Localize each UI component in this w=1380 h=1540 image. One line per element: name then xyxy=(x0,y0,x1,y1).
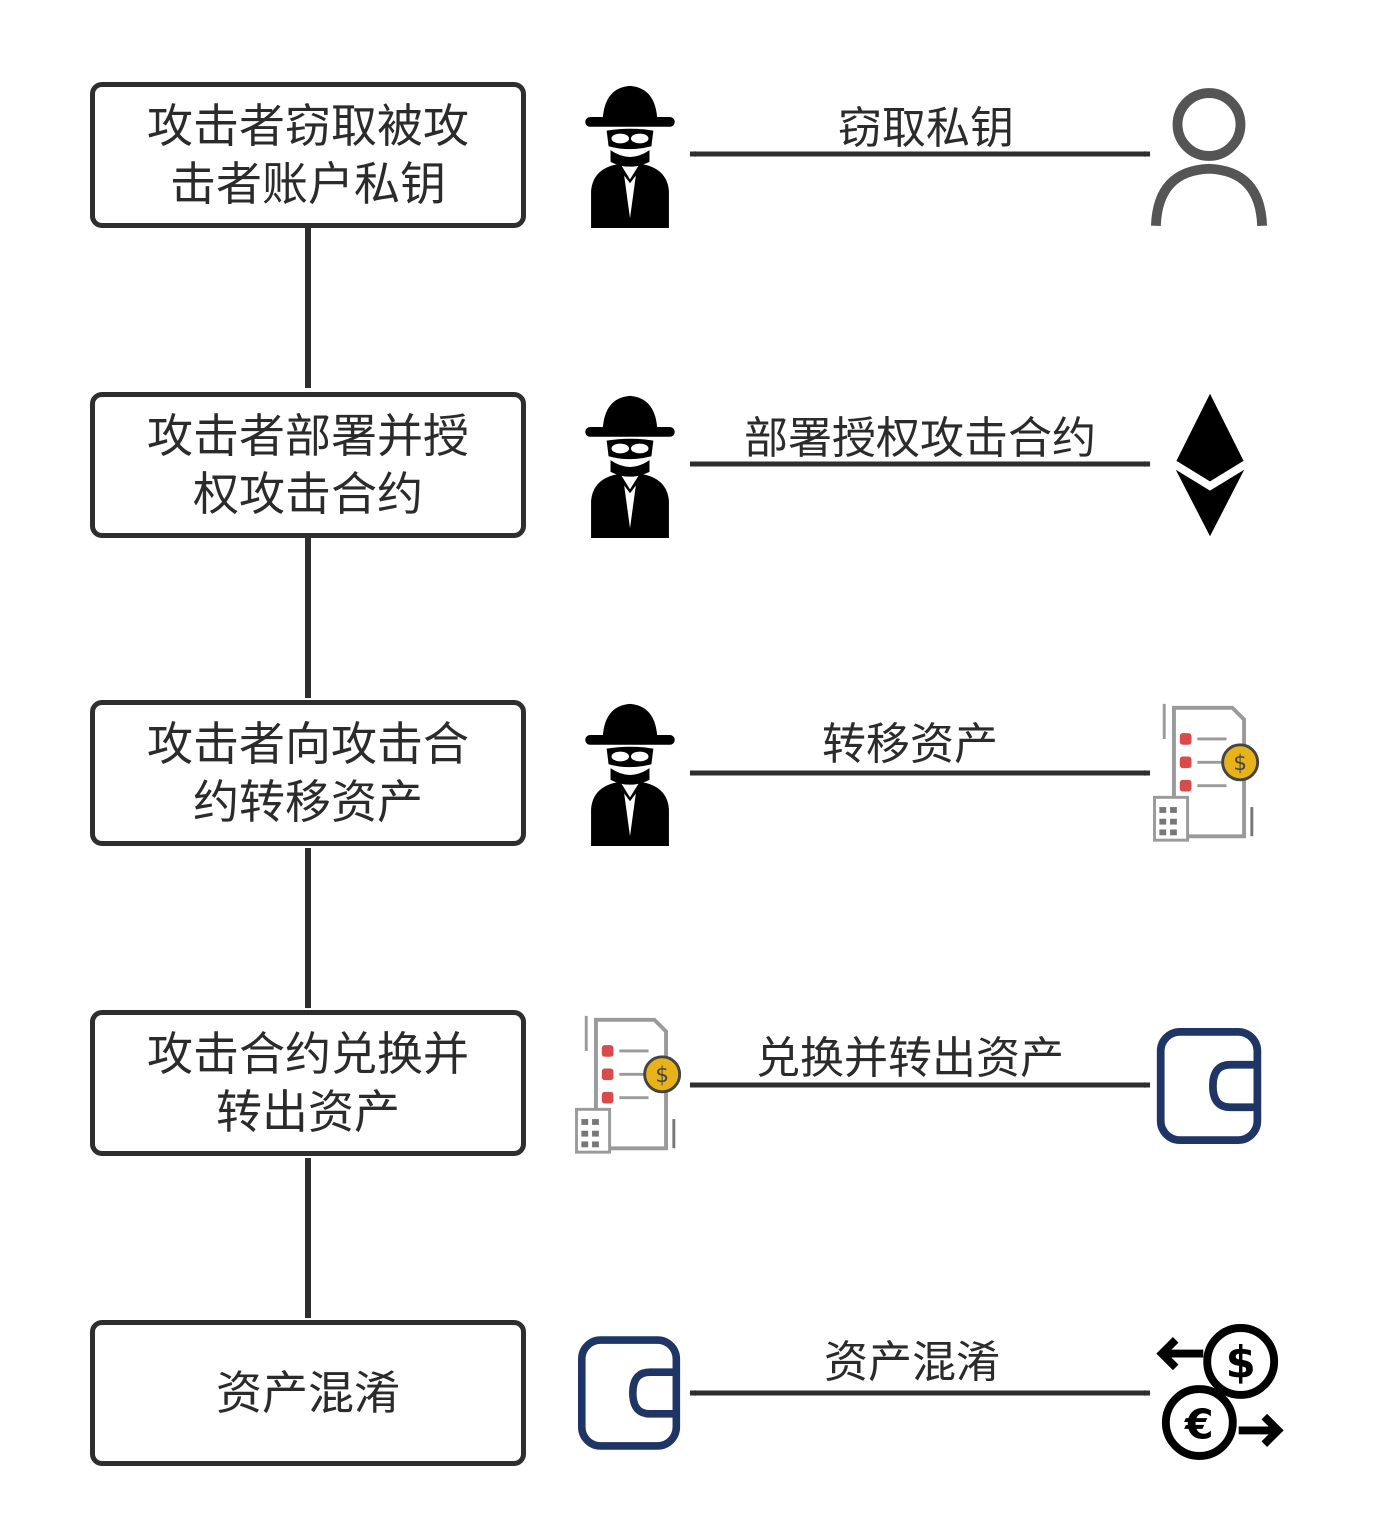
hacker-icon xyxy=(585,395,675,538)
ethereum-icon xyxy=(1174,392,1246,538)
step-box-4: 攻击合约兑换并转出资产 xyxy=(90,1010,526,1156)
user-icon xyxy=(1156,93,1262,226)
step-label: 攻击者向攻击合约转移资产 xyxy=(147,717,469,829)
step-label: 攻击者窃取被攻击者账户私钥 xyxy=(147,99,469,211)
currency-exchange-icon xyxy=(1162,1328,1278,1456)
step-box-5: 资产混淆 xyxy=(90,1320,526,1466)
wallet-icon xyxy=(582,1340,677,1446)
edge-label-1: 窃取私钥 xyxy=(838,103,1014,154)
edge-label-2: 部署授权攻击合约 xyxy=(744,413,1096,464)
edge-label-5: 资产混淆 xyxy=(824,1337,1000,1388)
edge-label-4: 兑换并转出资产 xyxy=(756,1033,1064,1084)
step-box-2: 攻击者部署并授权攻击合约 xyxy=(90,392,526,538)
step-label: 攻击合约兑换并转出资产 xyxy=(147,1027,469,1139)
hacker-icon xyxy=(585,85,675,228)
contract-document-icon xyxy=(1152,701,1260,843)
edge-label-3: 转移资产 xyxy=(822,719,998,770)
step-label: 攻击者部署并授权攻击合约 xyxy=(147,409,469,521)
hacker-icon xyxy=(585,703,675,846)
wallet-icon xyxy=(1161,1032,1258,1140)
step-box-3: 攻击者向攻击合约转移资产 xyxy=(90,700,526,846)
contract-document-icon xyxy=(574,1013,682,1155)
step-label: 资产混淆 xyxy=(216,1366,400,1420)
step-box-1: 攻击者窃取被攻击者账户私钥 xyxy=(90,82,526,228)
